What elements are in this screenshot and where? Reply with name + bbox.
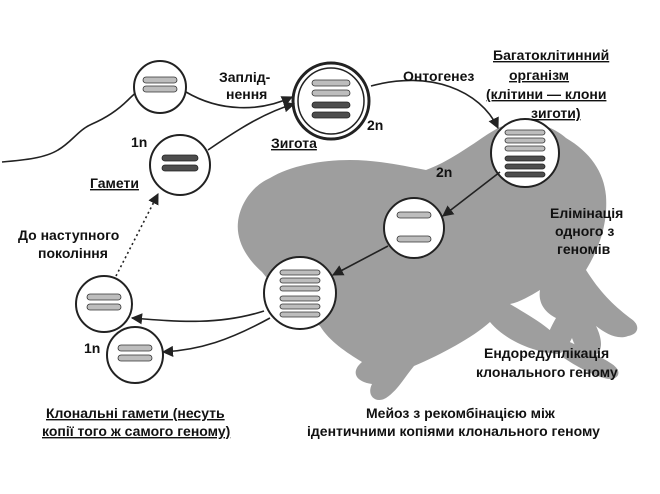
arrow-to-endoreduplication [332,245,389,276]
label-meiosis-1: Мейоз з рекомбінацією між [366,405,556,421]
label-zygote: Зигота [271,135,317,151]
label-elimination-1: Елімінація [550,205,623,221]
elimination-cell [383,197,445,259]
label-gametes: Гамети [90,175,139,191]
endoreduplication-cell [263,256,337,330]
clonal-gamete-2 [106,326,164,384]
label-1n-gametes: 1n [131,134,147,150]
arrow-to-clonal-gamete-1 [130,310,265,325]
organism-cell [490,118,560,188]
label-organism-3: (клітини — клони [486,86,606,102]
label-1n-clonal: 1n [84,340,100,356]
frog-silhouette [237,122,638,401]
label-2n-organism: 2n [436,164,452,180]
arrow-ontogenesis [370,79,499,130]
label-next-gen-1: До наступного [18,227,119,243]
gamete-sperm [133,60,187,114]
label-elimination-3: геномів [557,241,611,257]
arrow-egg-to-zygote [207,101,296,151]
label-endoreduplication-2: клонального геному [476,364,618,380]
clonal-gamete-1 [75,275,133,333]
zygote-cell [291,61,371,141]
label-endoreduplication-1: Ендоредуплікація [484,345,609,361]
label-meiosis-2: ідентичними копіями клонального геному [307,423,600,439]
label-organism-1: Багатоклітинний [493,47,609,63]
arrow-to-elimination [442,171,501,217]
sperm-tail [1,89,141,163]
arrow-next-generation [115,193,159,277]
label-2n-zygote: 2n [367,117,383,133]
label-clonal-gametes-1: Клональні гамети (несуть [46,405,225,421]
label-fertilization-2: нення [226,86,267,102]
arrow-to-clonal-gamete-2 [161,317,271,358]
gamete-egg [149,134,211,196]
label-fertilization-1: Заплід- [219,69,271,85]
label-next-gen-2: покоління [38,245,108,261]
label-elimination-2: одного з [555,223,614,239]
arrow-sperm-to-zygote [185,91,294,109]
label-clonal-gametes-2: копії того ж самого геному) [42,423,230,439]
label-organism-2: організм [509,67,569,83]
label-ontogenesis: Онтогенез [403,68,474,84]
label-organism-4: зиготи) [531,105,581,121]
